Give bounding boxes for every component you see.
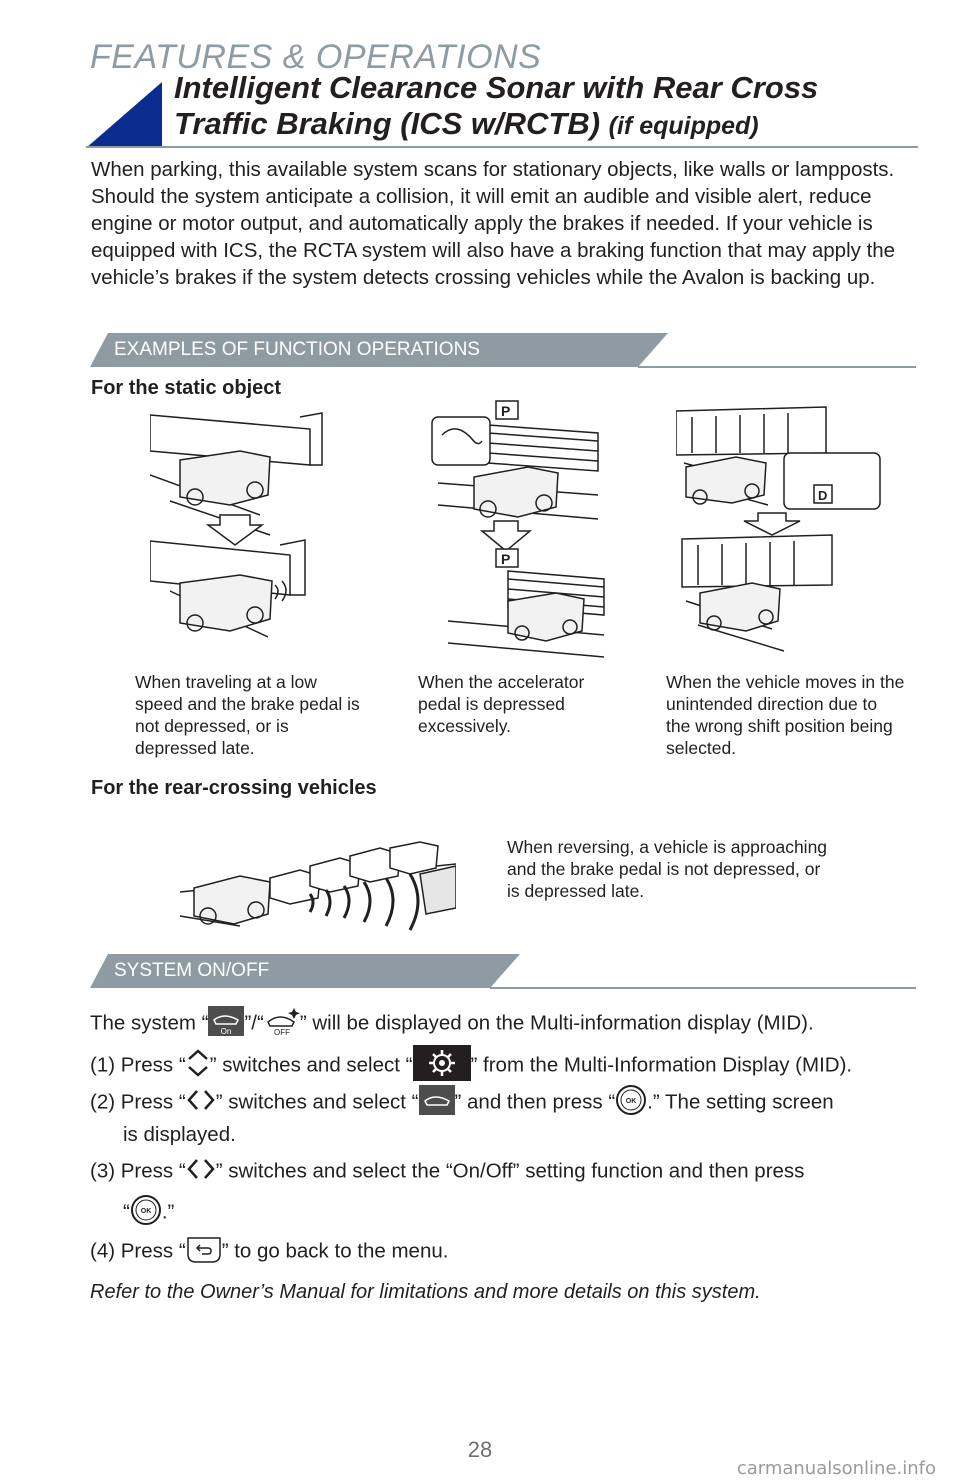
ok-label-1: OK: [626, 1098, 637, 1105]
ics-on-icon: On: [208, 1006, 245, 1042]
title-line-2-main: Traffic Braking (ICS w/RCTB): [174, 106, 601, 141]
up-down-switch-icon: [186, 1048, 210, 1084]
caption-rear-crossing: When reversing, a vehicle is approaching…: [507, 837, 828, 901]
caption-low-speed: When traveling at a low speed and the br…: [135, 672, 360, 758]
icon-off-label: OFF: [274, 1028, 290, 1036]
examples-band: EXAMPLES OF FUNCTION OPERATIONS: [90, 333, 916, 368]
illustration-rear-crossing: [180, 841, 456, 931]
examples-band-label: EXAMPLES OF FUNCTION OPERATIONS: [114, 339, 480, 360]
step1-part-a: (1) Press “: [90, 1053, 186, 1077]
onoff-band-shape: [90, 954, 520, 988]
step-3-continuation: “ OK .”: [123, 1194, 174, 1232]
step2-part-d: .” The setting screen: [647, 1090, 834, 1114]
step2-part-c: ” and then press “: [454, 1090, 616, 1114]
section-label: FEATURES & OPERATIONS: [90, 38, 542, 76]
line0-part-c: ” will be displayed on the Multi-informa…: [299, 1011, 814, 1035]
system-display-line: The system “ On ”/“ OFF ” will be displayed …: [90, 1006, 814, 1042]
ok-button-icon: OK: [615, 1084, 647, 1122]
shift-d-label: D: [818, 488, 827, 503]
page-number: 28: [467, 1437, 493, 1462]
step-3: (3) Press “ ” switches and select the “On…: [90, 1157, 804, 1187]
ics-off-icon: OFF: [264, 1006, 300, 1042]
static-object-heading: For the static object: [91, 377, 282, 399]
onoff-band: SYSTEM ON/OFF: [90, 954, 916, 989]
watermark: carmanualsonline.info: [736, 1458, 936, 1479]
caption-wrong-shift: When the vehicle moves in the unintended…: [666, 672, 905, 758]
title-line-1: Intelligent Clearance Sonar with Rear Cr…: [174, 70, 819, 105]
step3-part-a: (3) Press “: [90, 1159, 186, 1183]
step2-part-b: ” switches and select “: [215, 1090, 419, 1114]
parking-sign-text-1: P: [501, 403, 510, 419]
page-title-block: Intelligent Clearance Sonar with Rear Cr…: [86, 70, 918, 148]
onoff-band-label: SYSTEM ON/OFF: [114, 960, 270, 981]
left-right-switch-icon-2: [186, 1157, 216, 1187]
illustration-low-speed: [150, 412, 323, 638]
illustration-wrong-shift: D: [676, 406, 881, 652]
left-right-switch-icon: [186, 1088, 216, 1118]
step3-part-b: ” switches and select the “On/Off” setti…: [215, 1159, 805, 1183]
examples-band-rule: [638, 366, 916, 368]
step-2-continuation: is displayed.: [123, 1123, 236, 1146]
step4-part-a: (4) Press “: [90, 1239, 186, 1263]
line0-part-a: The system “: [90, 1011, 209, 1035]
ok-label-2: OK: [141, 1208, 152, 1215]
line0-part-b: ”/“: [244, 1011, 264, 1035]
step3-cont-b: .”: [161, 1200, 175, 1224]
owners-manual-note: Refer to the Owner’s Manual for limitati…: [90, 1281, 761, 1303]
step-1: (1) Press “ ” switches and select “ ” from…: [90, 1045, 852, 1087]
icon-on-label: On: [221, 1027, 232, 1036]
step-2: (2) Press “ ” switches and select “ ” and …: [90, 1084, 834, 1122]
rear-crossing-heading: For the rear-crossing vehicles: [91, 777, 377, 799]
title-accent-shape: [86, 82, 162, 148]
ics-menu-icon: [418, 1085, 455, 1121]
onoff-band-rule: [490, 987, 916, 989]
ok-button-icon-2: OK: [130, 1194, 162, 1232]
step3-cont-a: “: [123, 1200, 130, 1224]
parking-sign-text-2: P: [501, 551, 510, 567]
illustration-accelerator: P P: [431, 400, 605, 658]
step1-part-c: ” from the Multi-Information Display (MI…: [470, 1053, 853, 1077]
settings-gear-icon: [412, 1045, 471, 1087]
examples-band-shape: [90, 333, 668, 367]
title-underline: [86, 146, 918, 148]
step2-part-a: (2) Press “: [90, 1090, 186, 1114]
step-4: (4) Press “ ” to go back to the menu.: [90, 1234, 448, 1270]
step1-part-b: ” switches and select “: [209, 1053, 413, 1077]
page-title: Intelligent Clearance Sonar with Rear Cr…: [174, 70, 818, 144]
title-suffix: (if equipped): [608, 112, 759, 140]
caption-accelerator: When the accelerator pedal is depressed …: [418, 672, 585, 736]
title-line-2: Traffic Braking (ICS w/RCTB) (if equippe…: [174, 106, 818, 144]
step4-part-b: ” to go back to the menu.: [221, 1239, 449, 1263]
back-button-icon: [186, 1234, 222, 1270]
intro-paragraph: When parking, this available system scan…: [91, 158, 896, 289]
